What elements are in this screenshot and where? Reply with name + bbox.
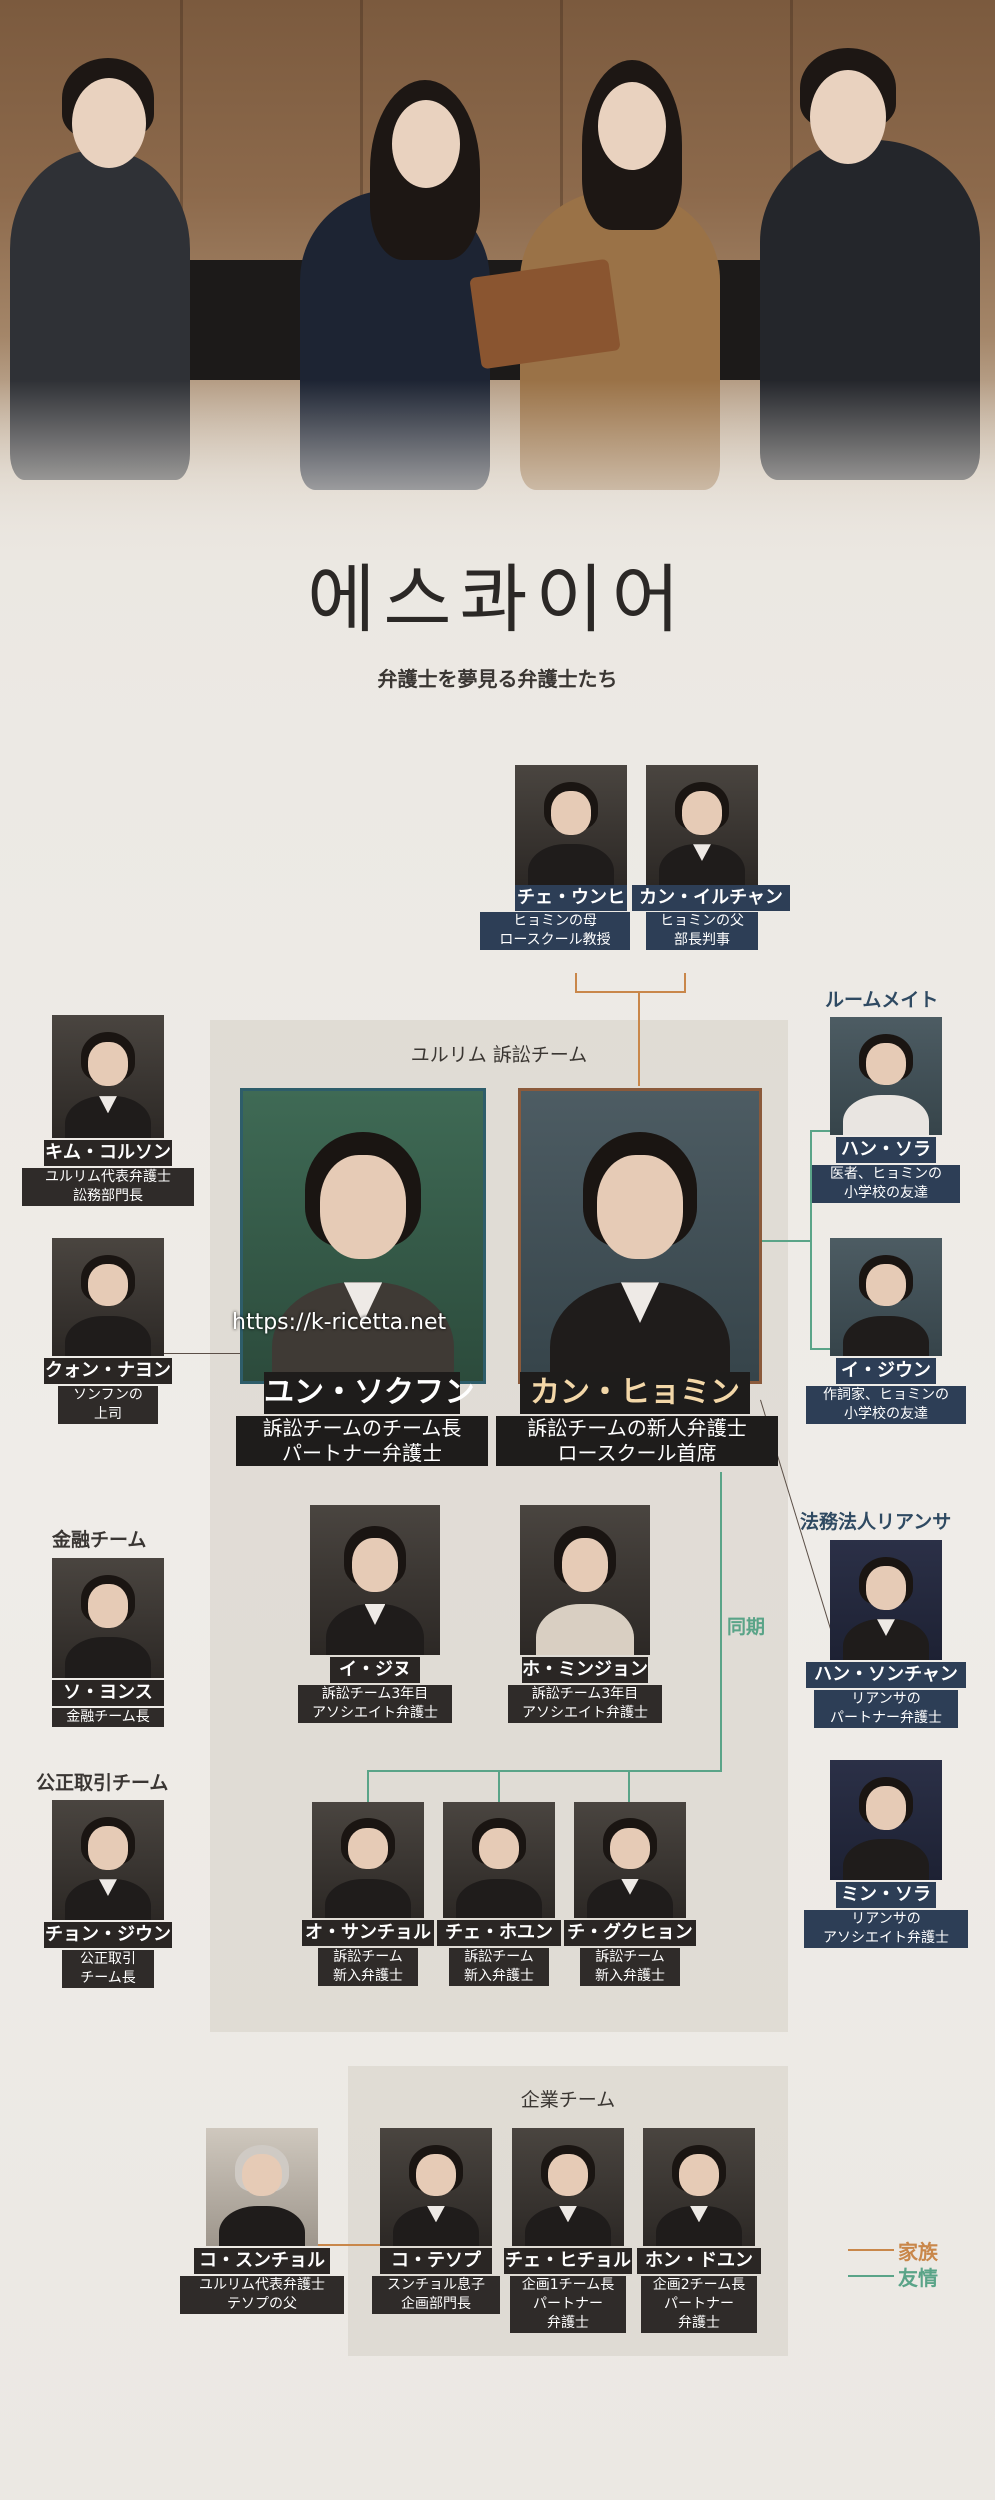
- desc-choe-unhee: ヒョミンの母 ロースクール教授: [480, 912, 630, 950]
- desc-han-sonchan: リアンサの パートナー弁護士: [814, 1690, 958, 1728]
- name-kang-ilchan: カン・イルチャン: [632, 885, 790, 911]
- name-han-sora: ハン・ソラ: [836, 1137, 936, 1163]
- drama-subtitle: 弁護士を夢見る弁護士たち: [377, 667, 618, 691]
- legend-friend-label: 友情: [898, 2266, 938, 2290]
- family-line: [638, 991, 640, 1086]
- name-so-yonsu: ソ・ヨンス: [52, 1680, 164, 1706]
- name-yun-sokhun: ユン・ソクフン: [264, 1372, 475, 1414]
- legend-family-label: 家族: [898, 2240, 938, 2264]
- desc-kang-hyomin: 訴訟チームの新人弁護士 ロースクール首席: [496, 1416, 778, 1466]
- desc-yun-sokhun: 訴訟チームのチーム長 パートナー弁護士: [236, 1416, 488, 1466]
- family-line: [318, 2244, 380, 2246]
- desc-o-sanchol: 訴訟チーム 新入弁護士: [318, 1948, 418, 1986]
- desc-lee-jiun: 作詞家、ヒョミンの 小学校の友達: [806, 1386, 966, 1424]
- friend-line: [810, 1348, 830, 1350]
- desc-ko-sunchol: ユルリム代表弁護士 テソプの父: [180, 2276, 344, 2314]
- photo-kang-hyomin: [518, 1088, 762, 1384]
- name-min-sora: ミン・ソラ: [836, 1882, 936, 1908]
- photo-choe-hichol: [512, 2128, 624, 2246]
- desc-ko-tesop: スンチョル息子 企画部門長: [372, 2276, 500, 2314]
- name-ho-minjon: ホ・ミンジョン: [522, 1657, 648, 1683]
- name-choe-hichol: チェ・ヒチョル: [504, 2248, 632, 2274]
- name-kwon-nayon: クォン・ナヨン: [44, 1358, 172, 1384]
- name-kang-hyomin: カン・ヒョミン: [520, 1372, 750, 1414]
- desc-ho-minjon: 訴訟チーム3年目 アソシエイト弁護士: [508, 1685, 662, 1723]
- relation-line: [120, 1353, 242, 1354]
- doki-label: 同期: [727, 1616, 766, 1638]
- name-ko-sunchol: コ・スンチョル: [194, 2248, 330, 2274]
- photo-kang-ilchan: [646, 765, 758, 885]
- photo-ko-sunchol: [206, 2128, 318, 2246]
- photo-o-sanchol: [312, 1802, 424, 1918]
- desc-lee-jinu: 訴訟チーム3年目 アソシエイト弁護士: [298, 1685, 452, 1723]
- photo-yun-sokhun: [240, 1088, 486, 1384]
- photo-han-sonchan: [830, 1540, 942, 1660]
- photo-so-yonsu: [52, 1558, 164, 1678]
- doki-line: [628, 1770, 630, 1802]
- corporate-team-label: 企業チーム: [520, 2089, 616, 2111]
- photo-min-sora: [830, 1760, 942, 1880]
- name-o-sanchol: オ・サンチョル: [302, 1920, 434, 1946]
- photo-choe-unhee: [515, 765, 627, 885]
- name-kim-jolson: キム・コルソン: [44, 1140, 172, 1166]
- photo-kim-jolson: [52, 1015, 164, 1138]
- lianser-firm-label: 法務法人リアンサ: [800, 1511, 952, 1533]
- desc-choe-hichol: 企画1チーム長 パートナー 弁護士: [510, 2276, 626, 2333]
- name-ko-tesop: コ・テソプ: [380, 2248, 492, 2274]
- name-chon-jiun: チョン・ジウン: [44, 1922, 172, 1948]
- name-lee-jinu: イ・ジヌ: [330, 1657, 420, 1683]
- photo-lee-jiun: [830, 1238, 942, 1356]
- desc-choe-hoyun: 訴訟チーム 新入弁護士: [449, 1948, 549, 1986]
- desc-kang-ilchan: ヒョミンの父 部長判事: [646, 912, 758, 950]
- legend-family-swatch: [848, 2249, 894, 2251]
- name-choe-unhee: チェ・ウンヒ: [515, 885, 627, 911]
- desc-chon-jiun: 公正取引 チーム長: [62, 1950, 154, 1988]
- family-line: [684, 973, 686, 993]
- roommate-label: ルームメイト: [825, 989, 939, 1011]
- desc-han-sora: 医者、ヒョミンの 小学校の友達: [812, 1165, 960, 1203]
- photo-hon-doyun: [643, 2128, 755, 2246]
- doki-line: [367, 1770, 369, 1802]
- photo-choe-hoyun: [443, 1802, 555, 1918]
- hero-cast-photo: [0, 0, 995, 560]
- desc-min-sora: リアンサの アソシエイト弁護士: [804, 1910, 968, 1948]
- finance-team-label: 金融チーム: [52, 1529, 147, 1551]
- friend-line: [810, 1130, 830, 1132]
- name-han-sonchan: ハン・ソンチャン: [806, 1662, 966, 1688]
- photo-kwon-nayon: [52, 1238, 164, 1356]
- family-line: [575, 973, 577, 993]
- drama-title: 에스콰이어: [307, 557, 688, 643]
- name-lee-jiun: イ・ジウン: [836, 1358, 936, 1384]
- desc-kim-jolson: ユルリム代表弁護士 訟務部門長: [22, 1168, 194, 1206]
- photo-ho-minjon: [520, 1505, 650, 1655]
- family-line: [575, 991, 686, 993]
- yulrim-team-label: ユルリム 訴訟チーム: [410, 1044, 588, 1066]
- doki-line: [498, 1770, 500, 1802]
- name-choe-hoyun: チェ・ホユン: [437, 1920, 561, 1946]
- name-ji-gukhyon: チ・グクヒョン: [564, 1920, 696, 1946]
- watermark-url: https://k-ricetta.net: [232, 1310, 447, 1335]
- photo-ji-gukhyon: [574, 1802, 686, 1918]
- desc-kwon-nayon: ソンフンの 上司: [58, 1386, 158, 1424]
- desc-hon-doyun: 企画2チーム長 パートナー 弁護士: [641, 2276, 757, 2333]
- friend-line: [760, 1240, 810, 1242]
- fair-trade-team-label: 公正取引チーム: [36, 1772, 169, 1794]
- friend-line: [810, 1130, 812, 1350]
- photo-ko-tesop: [380, 2128, 492, 2246]
- desc-so-yonsu: 金融チーム長: [52, 1708, 164, 1727]
- folder-prop: [469, 258, 621, 370]
- photo-han-sora: [830, 1017, 942, 1135]
- doki-line: [720, 1472, 722, 1772]
- photo-chon-jiun: [52, 1800, 164, 1920]
- legend-friend-swatch: [848, 2275, 894, 2277]
- photo-lee-jinu: [310, 1505, 440, 1655]
- desc-ji-gukhyon: 訴訟チーム 新入弁護士: [580, 1948, 680, 1986]
- name-hon-doyun: ホン・ドユン: [637, 2248, 761, 2274]
- doki-line: [367, 1770, 722, 1772]
